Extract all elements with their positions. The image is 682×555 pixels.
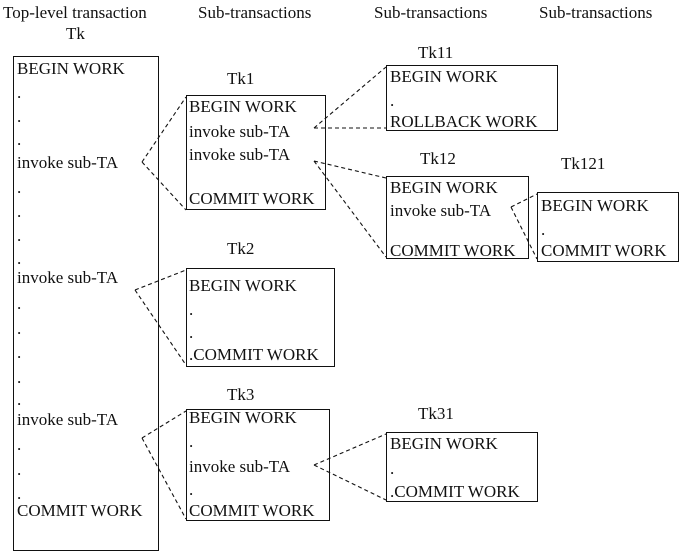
tk-invoke-sub-ta-2: invoke sub-TA [17,268,119,287]
connector-tk1-to-tk12 [313,160,387,258]
connector-tk-to-tk3 [141,410,187,520]
tk-dot: . [17,249,22,268]
tk31-commit-work: .COMMIT WORK [390,482,520,501]
tk12-box [386,176,529,259]
tk-dot: . [17,202,22,221]
tk-dot: . [17,178,22,197]
connector-tk-to-tk1 [141,96,187,211]
tk-dot: . [17,107,22,126]
tk3-dot: . [189,432,194,451]
tk-dot: . [17,435,22,454]
tk11-dot: . [390,91,395,110]
tk-commit-work: COMMIT WORK [17,501,143,520]
tk12-invoke-sub-ta: invoke sub-TA [390,201,492,220]
tk11-rollback-work: ROLLBACK WORK [390,112,538,131]
header-sub-transactions-1: Sub-transactions [198,3,312,22]
tk-dot: . [17,460,22,479]
tk-invoke-sub-ta-1: invoke sub-TA [17,153,119,172]
tk2-dot: . [189,323,194,342]
tk11-begin-work: BEGIN WORK [390,67,498,86]
tk12-begin-work: BEGIN WORK [390,178,498,197]
tk3-title: Tk3 [227,385,255,404]
tk11-box [386,65,558,131]
tk11-title: Tk11 [418,43,454,62]
tk-dot: . [17,83,22,102]
tk12-title: Tk12 [420,149,456,168]
tk1-invoke-sub-ta-2: invoke sub-TA [189,145,291,164]
header-sub-transactions-3: Sub-transactions [539,3,653,22]
tk-dot: . [17,343,22,362]
tk121-dot: . [541,220,546,239]
tk1-invoke-sub-ta-1: invoke sub-TA [189,122,291,141]
tk121-title: Tk121 [561,154,606,173]
tk1-title: Tk1 [227,69,255,88]
tk-dot: . [17,319,22,338]
tk-dot: . [17,484,22,503]
tk-begin-work: BEGIN WORK [17,59,125,78]
tk31-title: Tk31 [418,404,454,423]
header-sub-transactions-2: Sub-transactions [374,3,488,22]
tk3-box [186,409,330,521]
tk121-begin-work: BEGIN WORK [541,196,649,215]
connector-tk-to-tk2 [134,269,187,366]
tk1-begin-work: BEGIN WORK [189,97,297,116]
tk121-commit-work: COMMIT WORK [541,241,667,260]
connector-tk3-to-tk31 [313,433,387,501]
tk-box [13,56,159,551]
header-top-level-name: Tk [66,24,85,43]
tk2-title: Tk2 [227,239,255,258]
tk-invoke-sub-ta-3: invoke sub-TA [17,410,119,429]
tk2-commit-work: .COMMIT WORK [189,345,319,364]
connector-tk12-to-tk121 [510,193,538,260]
tk3-invoke-sub-ta: invoke sub-TA [189,457,291,476]
tk-dot: . [17,130,22,149]
tk1-commit-work: COMMIT WORK [189,189,315,208]
tk121-box [537,192,679,262]
tk12-commit-work: COMMIT WORK [390,241,516,260]
tk1-box [186,95,326,210]
tk-dot: . [17,294,22,313]
tk-dot: . [17,390,22,409]
tk-dot: . [17,368,22,387]
tk31-begin-work: BEGIN WORK [390,434,498,453]
tk3-commit-work: COMMIT WORK [189,501,315,520]
tk3-begin-work: BEGIN WORK [189,408,297,427]
tk-dot: . [17,226,22,245]
tk31-box [386,432,538,502]
tk31-dot: . [390,459,395,478]
tk3-dot: . [189,480,194,499]
tk2-box [186,268,335,367]
tk2-begin-work: BEGIN WORK [189,276,297,295]
header-top-level: Top-level transaction [3,3,147,22]
connector-tk1-to-tk11 [313,66,387,129]
tk2-dot: . [189,300,194,319]
